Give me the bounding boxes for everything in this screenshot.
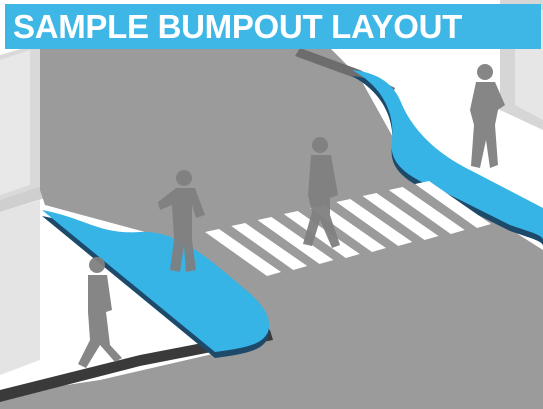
- bumpout-right: [352, 70, 543, 246]
- pedestrian-4: [78, 257, 122, 368]
- pedestrian-3: [470, 64, 505, 168]
- crosswalk-stripe: [257, 217, 334, 264]
- crosswalk-stripe: [362, 193, 439, 240]
- bumpout-left: [42, 210, 270, 358]
- left-building-ledge: [0, 185, 45, 212]
- pedestrians: [78, 64, 505, 368]
- bumpout-right-surface: [352, 70, 543, 240]
- crosswalk-stripe: [205, 229, 281, 276]
- lower-roadway: [0, 300, 543, 409]
- crosswalk-stripe: [388, 187, 465, 234]
- bumpout-left-surface: [42, 210, 270, 352]
- pedestrian-1: [158, 170, 205, 272]
- crosswalk-stripe: [336, 199, 413, 246]
- crosswalk-stripe: [231, 223, 308, 270]
- street: [40, 48, 543, 409]
- left-building-lower: [0, 200, 40, 375]
- crosswalk-stripe: [415, 181, 491, 228]
- title-banner: SAMPLE BUMPOUT LAYOUT: [5, 4, 541, 49]
- left-building-face: [0, 50, 30, 195]
- diagram-title: SAMPLE BUMPOUT LAYOUT: [13, 8, 462, 45]
- crosswalk-stripe: [283, 211, 360, 258]
- pedestrian-2: [303, 137, 340, 248]
